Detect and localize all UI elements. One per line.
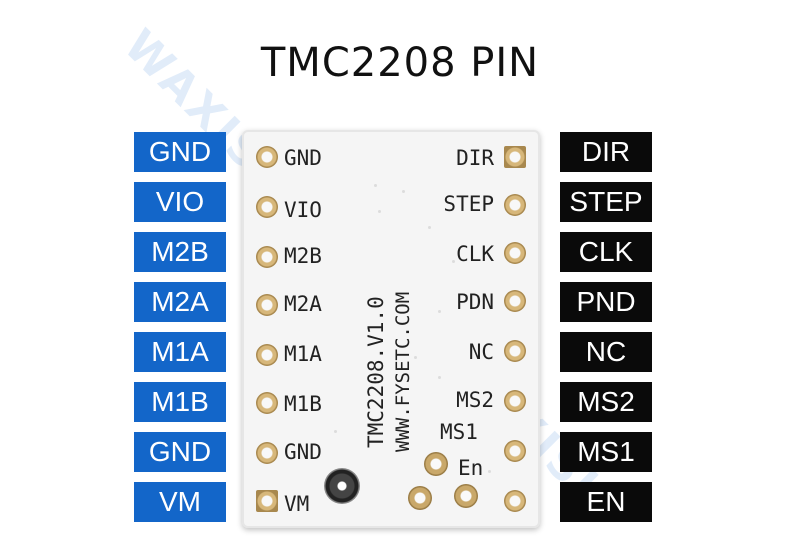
url-text: WWW.FYSETC.COM xyxy=(392,291,414,452)
right-pin-label: PND xyxy=(560,282,652,322)
board-dot xyxy=(452,260,455,263)
pin-pad xyxy=(256,146,278,168)
right-pin-label: EN xyxy=(560,482,652,522)
silk-label: En xyxy=(458,456,484,480)
silk-label: PDN xyxy=(456,290,494,314)
right-pin-label: DIR xyxy=(560,132,652,172)
left-pin-label: M2A xyxy=(134,282,226,322)
silk-label: DIR xyxy=(456,146,494,170)
left-pin-label: GND xyxy=(134,132,226,172)
silk-label: VIO xyxy=(284,198,322,222)
right-pin-label: MS2 xyxy=(560,382,652,422)
pin-pad xyxy=(504,242,526,264)
pin-pad xyxy=(256,392,278,414)
board-dot xyxy=(488,470,491,473)
board-dot xyxy=(378,210,381,213)
model-text: TMC2208.V1.0 xyxy=(364,296,388,448)
pin-pad xyxy=(504,290,526,312)
silk-label: VM xyxy=(284,492,310,516)
left-pin-label: VIO xyxy=(134,182,226,222)
board-dot xyxy=(414,356,417,359)
silk-label: M2B xyxy=(284,244,322,268)
pin-pad xyxy=(256,344,278,366)
board-dot xyxy=(428,226,431,229)
silk-label: NC xyxy=(468,340,494,364)
left-pin-label: M2B xyxy=(134,232,226,272)
board-dot xyxy=(402,190,405,193)
test-via xyxy=(454,484,478,508)
right-pin-label: STEP xyxy=(560,182,652,222)
silk-label: MS2 xyxy=(456,388,494,412)
silk-label: MS1 xyxy=(440,420,478,444)
pin-pad xyxy=(504,146,526,168)
silk-label: GND xyxy=(284,440,322,464)
page-title: TMC2208 PIN xyxy=(260,40,540,86)
silk-label: CLK xyxy=(456,242,494,266)
right-pin-label: MS1 xyxy=(560,432,652,472)
right-pin-label: NC xyxy=(560,332,652,372)
driver-board: GND VIO M2B M2A M1A M1B GND VM DIR STEP … xyxy=(242,130,540,528)
board-dot xyxy=(438,310,441,313)
pin-pad xyxy=(504,194,526,216)
silk-label: M1A xyxy=(284,342,322,366)
silk-label: M2A xyxy=(284,292,322,316)
pin-pad xyxy=(504,340,526,362)
pin-pad xyxy=(504,390,526,412)
test-via xyxy=(408,486,432,510)
silk-label: GND xyxy=(284,146,322,170)
board-dot xyxy=(374,184,377,187)
pin-pad xyxy=(504,490,526,512)
pin-pad xyxy=(256,246,278,268)
left-pin-label: M1B xyxy=(134,382,226,422)
mounting-via xyxy=(324,468,360,504)
board-dot xyxy=(438,376,441,379)
pin-pad xyxy=(256,490,278,512)
left-pin-label: M1A xyxy=(134,332,226,372)
silk-label: M1B xyxy=(284,392,322,416)
test-via xyxy=(424,452,448,476)
pin-pad xyxy=(256,442,278,464)
pin-pad xyxy=(256,294,278,316)
pin-pad xyxy=(256,196,278,218)
left-pin-label: GND xyxy=(134,432,226,472)
pin-pad xyxy=(504,440,526,462)
silk-label: STEP xyxy=(443,192,494,216)
board-dot xyxy=(334,430,337,433)
left-pin-label: VM xyxy=(134,482,226,522)
right-pin-label: CLK xyxy=(560,232,652,272)
